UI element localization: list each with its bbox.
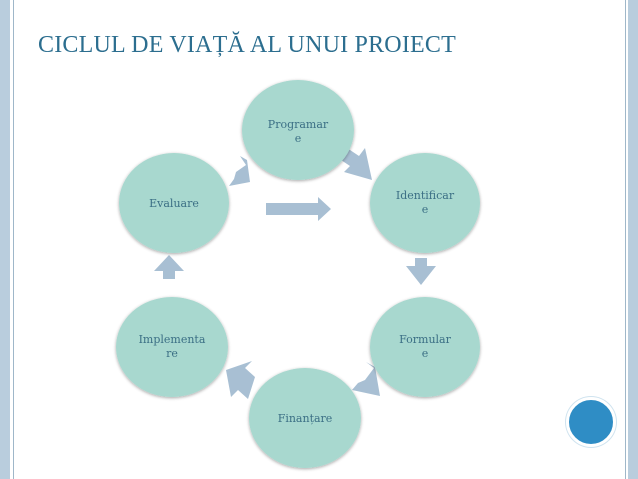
right-frame-line bbox=[625, 0, 626, 479]
node-formulare-line1: Formular bbox=[399, 333, 452, 346]
node-programare-line1: Programar bbox=[268, 118, 329, 131]
left-frame-bar bbox=[0, 0, 10, 479]
decorative-blue-circle bbox=[566, 397, 616, 447]
right-frame-bar bbox=[628, 0, 638, 479]
node-implementare-line1: Implementa bbox=[139, 333, 206, 346]
node-implementare: Implementa re bbox=[116, 297, 228, 397]
left-frame-gap bbox=[10, 0, 13, 479]
left-frame-line bbox=[13, 0, 14, 479]
node-evaluare-line1: Evaluare bbox=[149, 197, 199, 210]
node-programare: Programar e bbox=[242, 80, 354, 180]
arrow-programare-to-identificare bbox=[338, 148, 372, 180]
node-identificare-line2: e bbox=[422, 203, 429, 216]
arrow-evaluare-to-programare bbox=[229, 156, 250, 186]
node-programare-line2: e bbox=[295, 132, 302, 145]
slide-title: CICLUL DE VIAȚĂ AL UNUI PROIECT bbox=[38, 32, 456, 58]
arrow-implementare-to-evaluare bbox=[154, 255, 184, 279]
arrow-formulare-to-finantare bbox=[352, 362, 380, 396]
cycle-arrows bbox=[154, 148, 436, 399]
center-arrow bbox=[266, 197, 331, 221]
node-formulare: Formular e bbox=[370, 297, 480, 397]
node-formulare-line2: e bbox=[422, 347, 429, 360]
node-evaluare: Evaluare bbox=[119, 153, 229, 253]
node-implementare-line2: re bbox=[166, 347, 178, 360]
arrow-finantare-to-implementare bbox=[226, 361, 255, 399]
node-identificare-line1: Identificar bbox=[396, 189, 455, 202]
node-identificare: Identificar e bbox=[370, 153, 480, 253]
node-finantare-line1: Finanțare bbox=[278, 412, 333, 425]
node-finantare: Finanțare bbox=[249, 368, 361, 468]
arrow-identificare-to-formulare bbox=[406, 258, 436, 285]
